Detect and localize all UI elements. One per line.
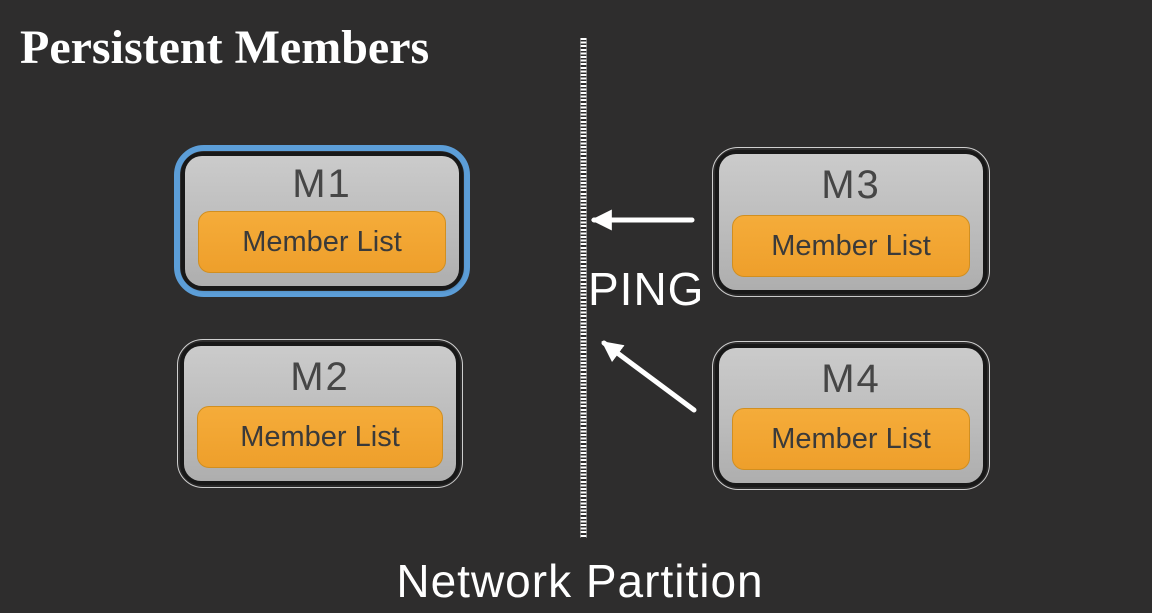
node-m1: M1 Member List xyxy=(174,145,470,297)
node-m2-member-list: Member List xyxy=(197,406,443,468)
node-m1-body: M1 Member List xyxy=(185,156,459,286)
node-m3-body: M3 Member List xyxy=(719,154,983,290)
node-m3-label: M3 xyxy=(821,163,881,207)
node-m3-member-list: Member List xyxy=(732,215,970,277)
node-m2-label: M2 xyxy=(290,354,350,399)
network-partition-line xyxy=(580,38,587,538)
node-m4-body: M4 Member List xyxy=(719,348,983,483)
network-partition-label: Network Partition xyxy=(396,555,764,607)
node-m1-label: M1 xyxy=(292,162,352,206)
node-m4: M4 Member List xyxy=(712,341,990,490)
node-m2: M2 Member List xyxy=(177,339,463,488)
node-m1-member-list: Member List xyxy=(198,211,446,273)
ping-label: PING xyxy=(588,263,705,315)
node-m3: M3 Member List xyxy=(712,147,990,297)
node-m2-body: M2 Member List xyxy=(184,346,456,481)
node-m4-label: M4 xyxy=(821,356,881,401)
slide-title: Persistent Members xyxy=(20,21,430,74)
node-m4-member-list: Member List xyxy=(732,408,970,470)
ping-arrow-from-m4 xyxy=(601,340,697,413)
